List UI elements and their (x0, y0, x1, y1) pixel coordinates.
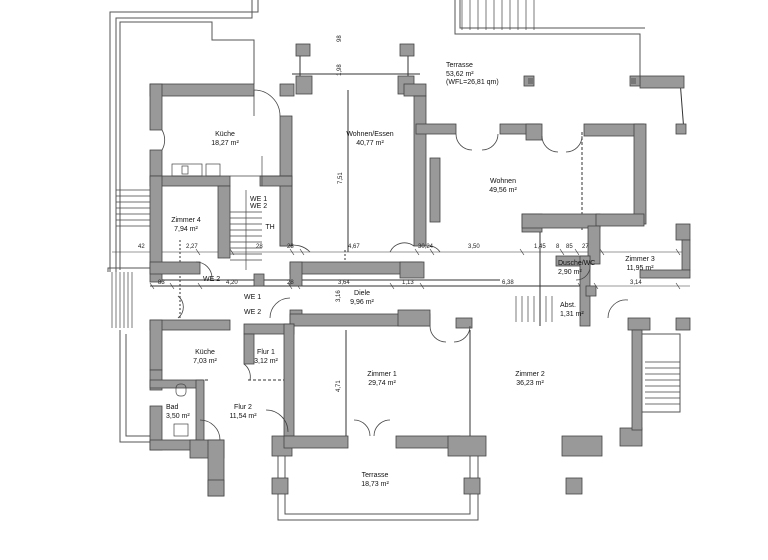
room-name: Dusche/WC (558, 260, 596, 267)
dim-label: 2,27 (186, 244, 198, 250)
dim-label: 28 (256, 244, 263, 250)
room-area: 1,31 m² (560, 310, 584, 318)
thick-walls (149, 43, 691, 497)
dim-label: 3,50 (468, 244, 480, 250)
dim-label-vertical: 3,16 (336, 290, 342, 302)
dim-label: 28 (287, 244, 294, 250)
room-name: Wohnen (490, 178, 516, 185)
room-area: 49,56 m² (489, 186, 517, 194)
dim-label: 1,13 (402, 280, 414, 286)
room-zimmer2: Zimmer 2 36,23 m² (508, 371, 552, 388)
room-diele: Diele 9,96 m² (340, 290, 384, 307)
room-name: Zimmer 1 (367, 371, 397, 378)
unit-label-we1-center: WE 1 (244, 294, 262, 301)
room-kueche-top: Küche 18,27 m² (200, 131, 250, 148)
room-name: Flur 1 (257, 349, 275, 356)
dim-label-vertical: 7,51 (338, 172, 344, 184)
room-zimmer3: Zimmer 3 11,95 m² (618, 256, 662, 273)
room-name: Zimmer 4 (171, 217, 201, 224)
room-area: 53,62 m² (446, 70, 474, 78)
room-zimmer1: Zimmer 1 29,74 m² (360, 371, 404, 388)
room-name: Diele (354, 290, 370, 297)
dim-label-vertical: 1,98 (337, 64, 343, 76)
room-area: 2,90 m² (558, 268, 582, 276)
door-swings (161, 89, 629, 441)
room-area: 18,27 m² (211, 139, 239, 147)
room-name: Flur 2 (234, 404, 252, 411)
dim-label: 4,20 (226, 280, 238, 286)
dim-label: 8 (556, 244, 560, 250)
fixtures (171, 156, 292, 437)
small-squares (528, 78, 636, 84)
room-area: 29,74 m² (368, 379, 396, 387)
unit-label-we2-left: WE 2 (203, 276, 221, 283)
room-area: 3,50 m² (166, 412, 190, 420)
dim-label: 28 (287, 280, 294, 286)
room-name: Zimmer 2 (515, 371, 545, 378)
dim-label-vertical: 4,71 (336, 380, 342, 392)
room-wohnen-essen: Wohnen/Essen 40,77 m² (340, 131, 400, 148)
room-area: 11,54 m² (229, 412, 257, 420)
dim-label: 6,38 (502, 280, 514, 286)
dim-label: 1,45 (534, 244, 546, 250)
stair-lines (111, 0, 680, 405)
room-area: 3,12 m² (254, 357, 278, 365)
room-abst: Abst. 1,31 m² (560, 302, 584, 319)
room-area: 7,94 m² (174, 225, 198, 233)
unit-label-we2-upper: WE 2 (250, 203, 268, 210)
room-area: 18,73 m² (361, 480, 389, 488)
room-zimmer4: Zimmer 4 7,94 m² (164, 217, 208, 234)
dim-label: 3,14 (630, 280, 642, 286)
room-name: Terrasse (446, 62, 473, 69)
room-area: 36,23 m² (516, 379, 544, 387)
room-name: Zimmer 3 (625, 256, 655, 263)
room-name: Wohnen/Essen (346, 131, 394, 138)
room-flur1: Flur 1 3,12 m² (254, 349, 278, 366)
room-kueche-bottom: Küche 7,03 m² (190, 349, 220, 366)
room-name: Abst. (560, 302, 576, 309)
unit-label-we1-upper: WE 1 (250, 196, 268, 203)
room-name: Küche (215, 131, 235, 138)
dim-label: 42 (138, 244, 145, 250)
unit-label-we2-center: WE 2 (244, 309, 262, 316)
dim-label: 30,24 (418, 244, 434, 250)
dim-label: 85 (566, 244, 573, 250)
room-terrasse-bottom: Terrasse 18,73 m² (350, 472, 400, 489)
room-dusche-wc: Dusche/WC 2,90 m² (558, 260, 598, 277)
room-name: Terrasse (361, 472, 389, 479)
room-note: (WFL=26,81 qm) (446, 79, 499, 86)
room-wohnen: Wohnen 49,56 m² (478, 178, 528, 195)
room-name: Küche (195, 349, 215, 356)
room-area: 11,95 m² (626, 264, 654, 272)
dim-label: 4,67 (348, 244, 360, 250)
room-area: 40,77 m² (356, 139, 384, 147)
dim-label-vertical: 98 (337, 35, 343, 42)
room-area: 9,96 m² (350, 298, 374, 306)
dim-label: 83 (158, 280, 165, 286)
dim-label: 3,64 (338, 280, 350, 286)
room-terrasse-top: Terrasse 53,62 m² (WFL=26,81 qm) (446, 62, 526, 88)
room-flur2: Flur 2 11,54 m² (228, 404, 258, 421)
room-th: TH (260, 224, 280, 233)
room-name: TH (265, 224, 275, 231)
room-area: 7,03 m² (193, 357, 217, 365)
room-name: Bad (166, 404, 179, 411)
dim-label: 27 (582, 244, 589, 250)
room-bad: Bad 3,50 m² (166, 404, 190, 421)
